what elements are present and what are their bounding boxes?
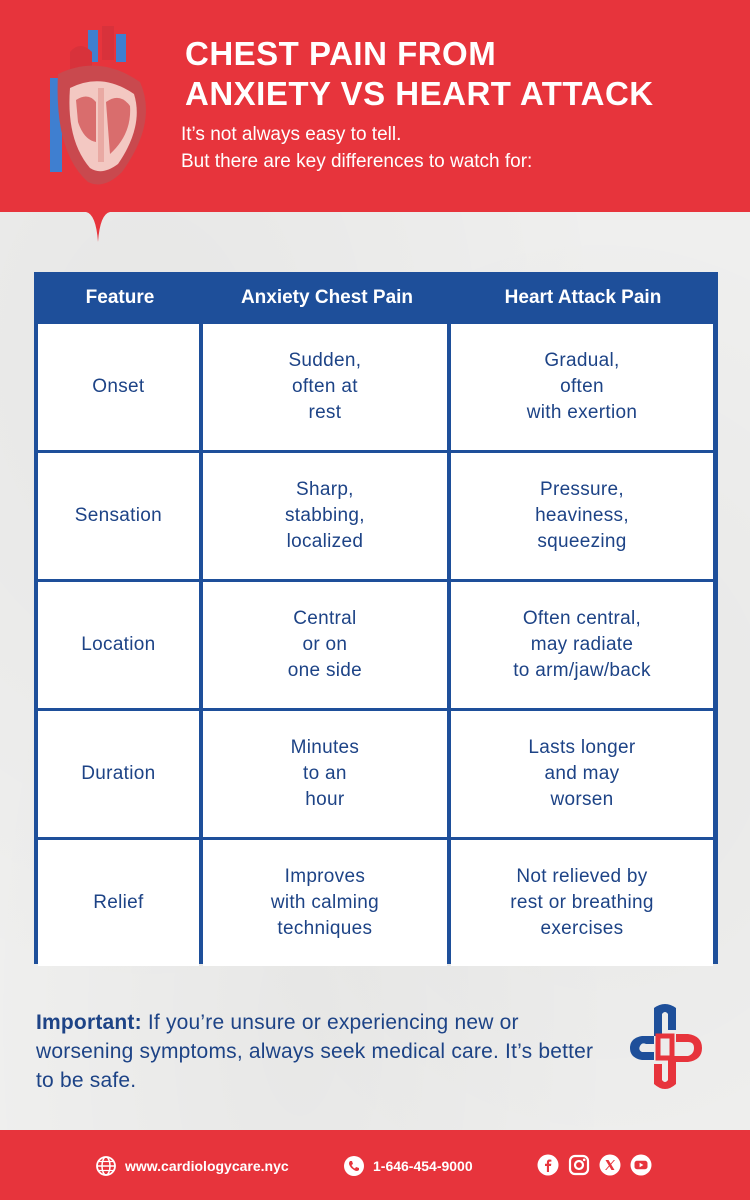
table-row: Relief Improves with calming techniques … xyxy=(37,837,715,966)
instagram-icon[interactable] xyxy=(568,1154,590,1176)
social-links xyxy=(537,1154,652,1176)
feature-cell: Duration xyxy=(38,711,199,837)
table-row: Duration Minutes to an hour Lasts longer… xyxy=(37,708,715,837)
phone-icon xyxy=(344,1156,364,1176)
note-label: Important: xyxy=(36,1011,142,1034)
title-line-2: ANXIETY VS HEART ATTACK xyxy=(185,75,654,112)
feature-cell: Sensation xyxy=(38,453,199,579)
heart-attack-cell: Not relieved by rest or breathing exerci… xyxy=(450,840,713,966)
feature-cell: Onset xyxy=(38,324,199,450)
subtitle-line-2: But there are key differences to watch f… xyxy=(181,151,533,172)
page-title: CHEST PAIN FROM ANXIETY VS HEART ATTACK xyxy=(185,34,745,114)
cardiology-care-logo xyxy=(630,1004,702,1089)
important-note: Important: If you’re unsure or experienc… xyxy=(36,1008,596,1095)
heart-attack-cell: Gradual, often with exertion xyxy=(450,324,713,450)
header-banner: CHEST PAIN FROM ANXIETY VS HEART ATTACK … xyxy=(0,0,750,212)
feature-cell: Location xyxy=(38,582,199,708)
note-text: If you’re unsure or experiencing new or … xyxy=(36,1011,594,1092)
phone-text: 1-646-454-9000 xyxy=(373,1158,473,1174)
anxiety-cell: Sudden, often at rest xyxy=(202,324,447,450)
facebook-icon[interactable] xyxy=(537,1154,559,1176)
subtitle-line-1: It’s not always easy to tell. xyxy=(181,124,402,145)
anxiety-cell: Minutes to an hour xyxy=(202,711,447,837)
feature-cell: Relief xyxy=(38,840,199,966)
heart-attack-cell: Lasts longer and may worsen xyxy=(450,711,713,837)
column-header-heart-attack: Heart Attack Pain xyxy=(504,287,662,308)
column-header-anxiety: Anxiety Chest Pain xyxy=(240,287,414,308)
table-row: Sensation Sharp, stabbing, localized Pre… xyxy=(37,450,715,579)
website-link[interactable]: www.cardiologycare.nyc xyxy=(95,1155,289,1177)
anxiety-cell: Central or on one side xyxy=(202,582,447,708)
table-row: Onset Sudden, often at rest Gradual, oft… xyxy=(37,321,715,450)
website-text: www.cardiologycare.nyc xyxy=(125,1158,289,1174)
heart-attack-cell: Pressure, heaviness, squeezing xyxy=(450,453,713,579)
column-header-feature: Feature xyxy=(85,287,155,308)
youtube-icon[interactable] xyxy=(630,1154,652,1176)
heart-illustration xyxy=(50,26,146,185)
footer: www.cardiologycare.nyc 1-646-454-9000 xyxy=(0,1130,750,1200)
header-notch xyxy=(0,200,750,242)
table-header-row: Feature Anxiety Chest Pain Heart Attack … xyxy=(37,275,715,321)
anxiety-cell: Improves with calming techniques xyxy=(202,840,447,966)
phone-link[interactable]: 1-646-454-9000 xyxy=(343,1155,473,1177)
table-row: Location Central or on one side Often ce… xyxy=(37,579,715,708)
x-icon[interactable] xyxy=(599,1154,621,1176)
globe-icon xyxy=(96,1156,116,1176)
anxiety-cell: Sharp, stabbing, localized xyxy=(202,453,447,579)
heart-attack-cell: Often central, may radiate to arm/jaw/ba… xyxy=(450,582,713,708)
comparison-table: Feature Anxiety Chest Pain Heart Attack … xyxy=(34,272,718,966)
title-line-1: CHEST PAIN FROM xyxy=(185,35,497,72)
subtitle: It’s not always easy to tell. But there … xyxy=(181,121,741,175)
